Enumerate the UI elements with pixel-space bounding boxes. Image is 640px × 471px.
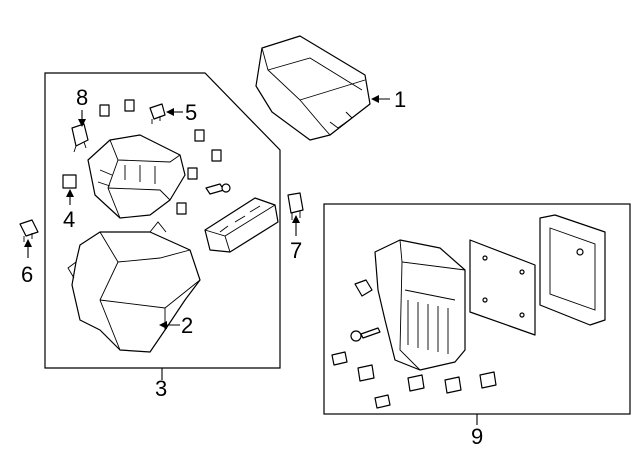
- callout-8: 8: [76, 85, 88, 110]
- junction-box-assembly: [374, 239, 466, 371]
- fuse-5: [149, 103, 166, 124]
- screw: [350, 327, 381, 342]
- circuit-board: [469, 239, 536, 336]
- connector-set: [331, 351, 497, 409]
- callout-2: 2: [181, 313, 193, 338]
- callout-5: 5: [185, 100, 197, 125]
- grommet: [354, 279, 373, 297]
- relay-6: [19, 219, 39, 242]
- callout-9: 9: [471, 424, 483, 449]
- mini-fuse-set: [99, 99, 222, 215]
- rear-cover: [539, 214, 606, 326]
- fuse-puller-8: [71, 123, 89, 153]
- group-frame-3: [44, 72, 281, 369]
- fuse-box-cover: [255, 35, 371, 141]
- fuse-box-lower-case: [67, 221, 201, 353]
- fuse-block: [87, 134, 186, 219]
- callout-4: 4: [63, 207, 75, 232]
- callout-6: 6: [21, 262, 33, 287]
- relay-block: [204, 197, 279, 253]
- relay-7: [287, 192, 304, 220]
- callout-1: 1: [394, 87, 406, 112]
- fuse-4: [62, 174, 77, 189]
- callout-7: 7: [290, 238, 302, 263]
- callout-3: 3: [155, 376, 167, 401]
- bolt: [205, 183, 231, 195]
